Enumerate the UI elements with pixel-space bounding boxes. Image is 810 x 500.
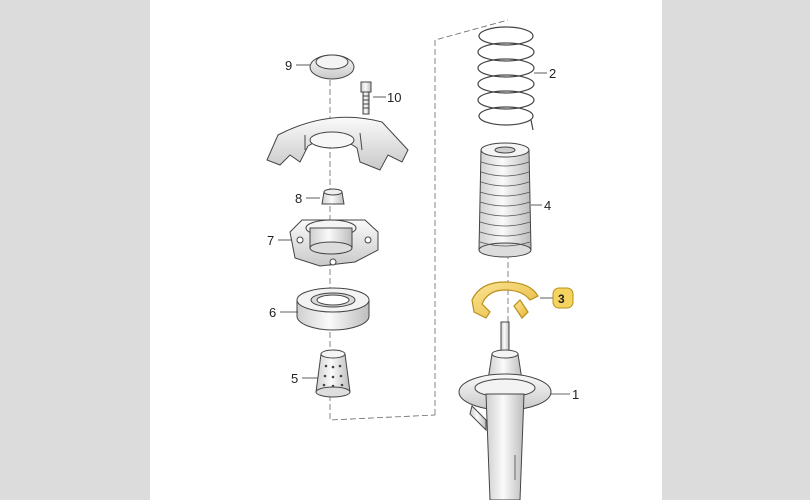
part-2-coil-spring[interactable]	[477, 26, 535, 131]
callout-1[interactable]: 1	[572, 387, 579, 402]
svg-text:2: 2	[549, 66, 556, 81]
part-10-bolt[interactable]	[360, 81, 372, 115]
exploded-parts-diagram: 9 10 8 7 6 5 2 4 3 1	[150, 0, 662, 500]
svg-text:7: 7	[267, 233, 274, 248]
callout-3-highlighted[interactable]: 3	[552, 287, 574, 309]
callout-10[interactable]: 10	[387, 90, 401, 105]
part-7-strut-mount[interactable]	[289, 219, 379, 267]
right-margin	[662, 0, 810, 500]
svg-text:5: 5	[291, 371, 298, 386]
svg-text:3: 3	[558, 292, 565, 306]
part-6-bearing[interactable]	[296, 287, 370, 331]
callout-4[interactable]: 4	[544, 198, 551, 213]
part-4-protective-bellows[interactable]	[478, 142, 532, 258]
callout-6[interactable]: 6	[269, 305, 276, 320]
callout-5[interactable]: 5	[291, 371, 298, 386]
callout-9[interactable]: 9	[285, 58, 292, 73]
svg-text:10: 10	[387, 90, 401, 105]
part-5-bump-stop[interactable]	[315, 349, 351, 398]
part-3-spring-seat-highlighted[interactable]	[471, 281, 539, 319]
part-8-nut[interactable]	[321, 188, 345, 205]
svg-text:8: 8	[295, 191, 302, 206]
svg-text:9: 9	[285, 58, 292, 73]
part-9-dust-cap[interactable]	[309, 54, 355, 80]
left-margin	[0, 0, 150, 500]
callout-8[interactable]: 8	[295, 191, 302, 206]
part-1-shock-absorber-strut[interactable]	[458, 321, 552, 500]
svg-text:1: 1	[572, 387, 579, 402]
svg-text:6: 6	[269, 305, 276, 320]
callout-2[interactable]: 2	[549, 66, 556, 81]
heat-shield-plate	[266, 116, 409, 171]
callout-7[interactable]: 7	[267, 233, 274, 248]
callout-3-highlight-badge	[552, 287, 574, 309]
svg-text:4: 4	[544, 198, 551, 213]
leader-lines	[278, 64, 570, 395]
